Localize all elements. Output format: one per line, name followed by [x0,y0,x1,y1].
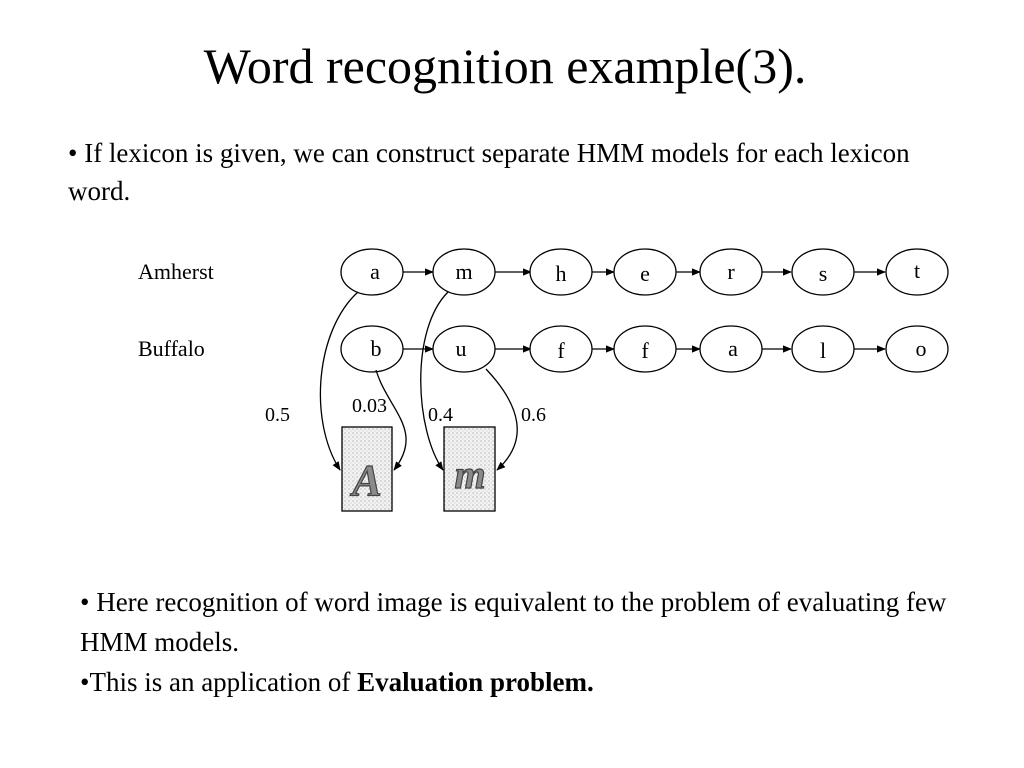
emission-m-to-m [420,291,449,471]
state-node: m [432,248,496,296]
state-label: f [557,338,565,363]
bottom-bullets: • Here recognition of word image is equi… [80,582,980,702]
prob-label: 0.5 [265,404,290,426]
state-label: r [727,259,735,284]
buffalo-states: b u f f a l o [340,325,949,373]
char-image-A: A [341,426,393,512]
word-label-buffalo: Buffalo [138,336,205,361]
state-label: o [916,336,927,361]
emission-b-to-A [375,369,407,471]
prob-label: 0.4 [428,404,453,426]
bullet-evaluation: •This is an application of Evaluation pr… [80,662,980,702]
state-label: s [819,261,828,286]
state-label: a [370,259,380,284]
emission-a-to-A [319,291,359,471]
state-node: u [432,325,496,373]
state-label: f [641,338,649,363]
word-label-amherst: Amherst [138,259,214,284]
state-node: a [699,325,763,373]
char-image-m: m [443,426,496,512]
emission-u-to-m [485,368,518,471]
state-node: o [885,325,949,373]
state-node: r [699,248,763,296]
state-node: e [613,248,677,296]
prob-label: 0.03 [352,395,387,417]
state-label: t [914,258,920,283]
char-glyph: A [349,456,381,505]
state-label: l [820,338,826,363]
state-label: m [455,259,472,284]
state-label: h [556,261,567,286]
state-node: f [529,325,593,373]
state-label: e [640,261,650,286]
state-node: h [529,248,593,296]
char-glyph: m [454,452,485,497]
state-node: f [613,325,677,373]
state-label: u [456,336,467,361]
state-node: a [340,248,404,296]
state-label: a [728,336,738,361]
state-label: b [371,336,382,361]
prob-label: 0.6 [521,404,546,426]
slide-title: Word recognition example(3). [203,38,807,94]
state-node: t [885,248,949,296]
state-node: l [791,325,855,373]
evaluation-problem-term: Evaluation problem. [357,667,594,697]
bullet-recognition: • Here recognition of word image is equi… [80,587,947,657]
amherst-states: a m h e r s t [340,248,949,296]
state-node: b [340,325,404,373]
intro-bullet: • If lexicon is given, we can construct … [68,138,910,206]
state-node: s [791,248,855,296]
emission-arrows [319,291,518,471]
bullet-evaluation-text: •This is an application of [80,667,358,697]
